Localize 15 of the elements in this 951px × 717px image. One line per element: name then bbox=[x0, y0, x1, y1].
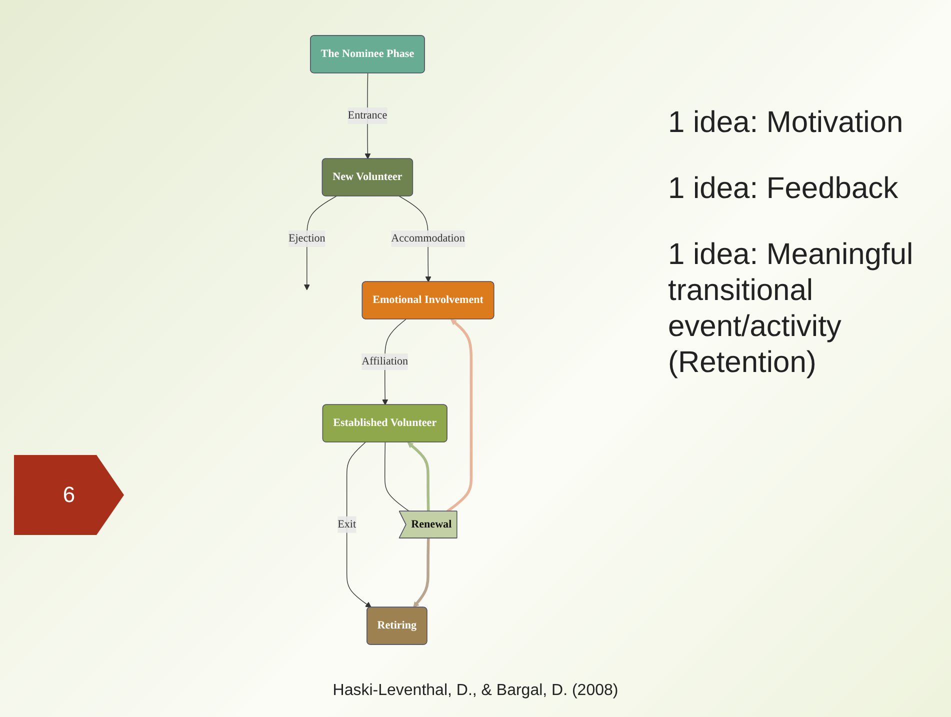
idea-note: 1 idea: Meaningful transitional event/activity (Retention) bbox=[668, 237, 914, 381]
edge-label: Accommodation bbox=[391, 232, 465, 244]
arrow bbox=[407, 442, 430, 512]
arrow bbox=[446, 318, 473, 513]
edge-label: Entrance bbox=[348, 109, 388, 122]
arrow bbox=[346, 442, 372, 608]
arrow bbox=[413, 538, 430, 608]
idea-note: 1 idea: Motivation bbox=[668, 105, 904, 141]
connector bbox=[384, 442, 410, 512]
citation: Haski-Leventhal, D., & Bargal, D. (2008) bbox=[332, 682, 620, 700]
slide-number: 6 bbox=[14, 455, 124, 535]
idea-note: 1 idea: Feedback bbox=[668, 171, 900, 207]
edge-label: Affiliation bbox=[362, 356, 408, 368]
edge-label: Exit bbox=[338, 518, 356, 530]
edge-label: Ejection bbox=[288, 232, 326, 244]
